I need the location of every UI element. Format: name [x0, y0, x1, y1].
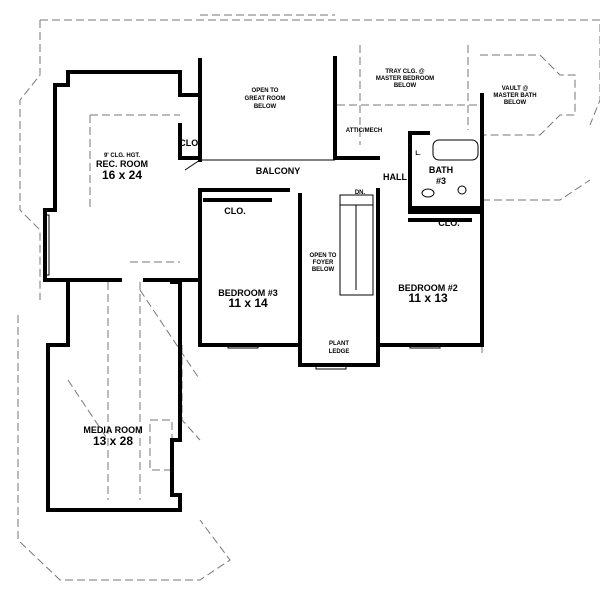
plant-ledge-label: PLANT [329, 341, 349, 347]
tray-ceiling-label-3: BELOW [394, 83, 417, 89]
great-room-label-3: BELOW [254, 104, 277, 110]
rec-closet-label: CLO. [179, 138, 201, 148]
vault-label-3: BELOW [504, 100, 527, 106]
linen-label: L. [415, 151, 421, 157]
foyer-label: OPEN TO [310, 253, 337, 259]
bedroom3-size: 11 x 14 [228, 296, 268, 310]
media-room-name: MEDIA ROOM [83, 425, 142, 435]
tray-ceiling-label-2: MASTER BEDROOM [376, 76, 434, 82]
hall-label: HALL [383, 172, 407, 182]
bedroom2-name: BEDROOM #2 [398, 283, 458, 293]
rec-room-ceiling-note: 9' CLG. HGT. [104, 153, 140, 159]
bedroom2-closet-label: CLO. [438, 218, 460, 228]
vault-label: VAULT @ [502, 86, 529, 92]
stairs-down-label: DN. [355, 190, 366, 196]
plant-ledge-label-2: LEDGE [329, 349, 350, 355]
walls [43, 56, 484, 512]
vault-label-2: MASTER BATH [493, 93, 536, 99]
bedroom3-closet-label: CLO. [224, 206, 246, 216]
room-labels: OPEN TO GREAT ROOM BELOW TRAY CLG. @ MAS… [83, 69, 536, 448]
bedroom2-size: 11 x 13 [408, 291, 448, 305]
great-room-label-2: GREAT ROOM [245, 96, 286, 102]
media-room-size: 13 x 28 [93, 434, 133, 448]
bath3-number: #3 [436, 176, 446, 186]
rec-room-size: 16 x 24 [102, 168, 142, 182]
great-room-label: OPEN TO [252, 88, 279, 94]
balcony-label: BALCONY [256, 166, 301, 176]
tray-ceiling-label: TRAY CLG. @ [385, 69, 424, 75]
attic-mech-label: ATTIC/MECH [346, 128, 383, 134]
rec-room-name: REC. ROOM [96, 159, 148, 169]
fixtures [44, 139, 479, 370]
bath3-label: BATH [429, 165, 453, 175]
bedroom3-name: BEDROOM #3 [218, 288, 278, 298]
foyer-label-2: FOYER [313, 260, 334, 266]
foyer-label-3: BELOW [312, 267, 335, 273]
